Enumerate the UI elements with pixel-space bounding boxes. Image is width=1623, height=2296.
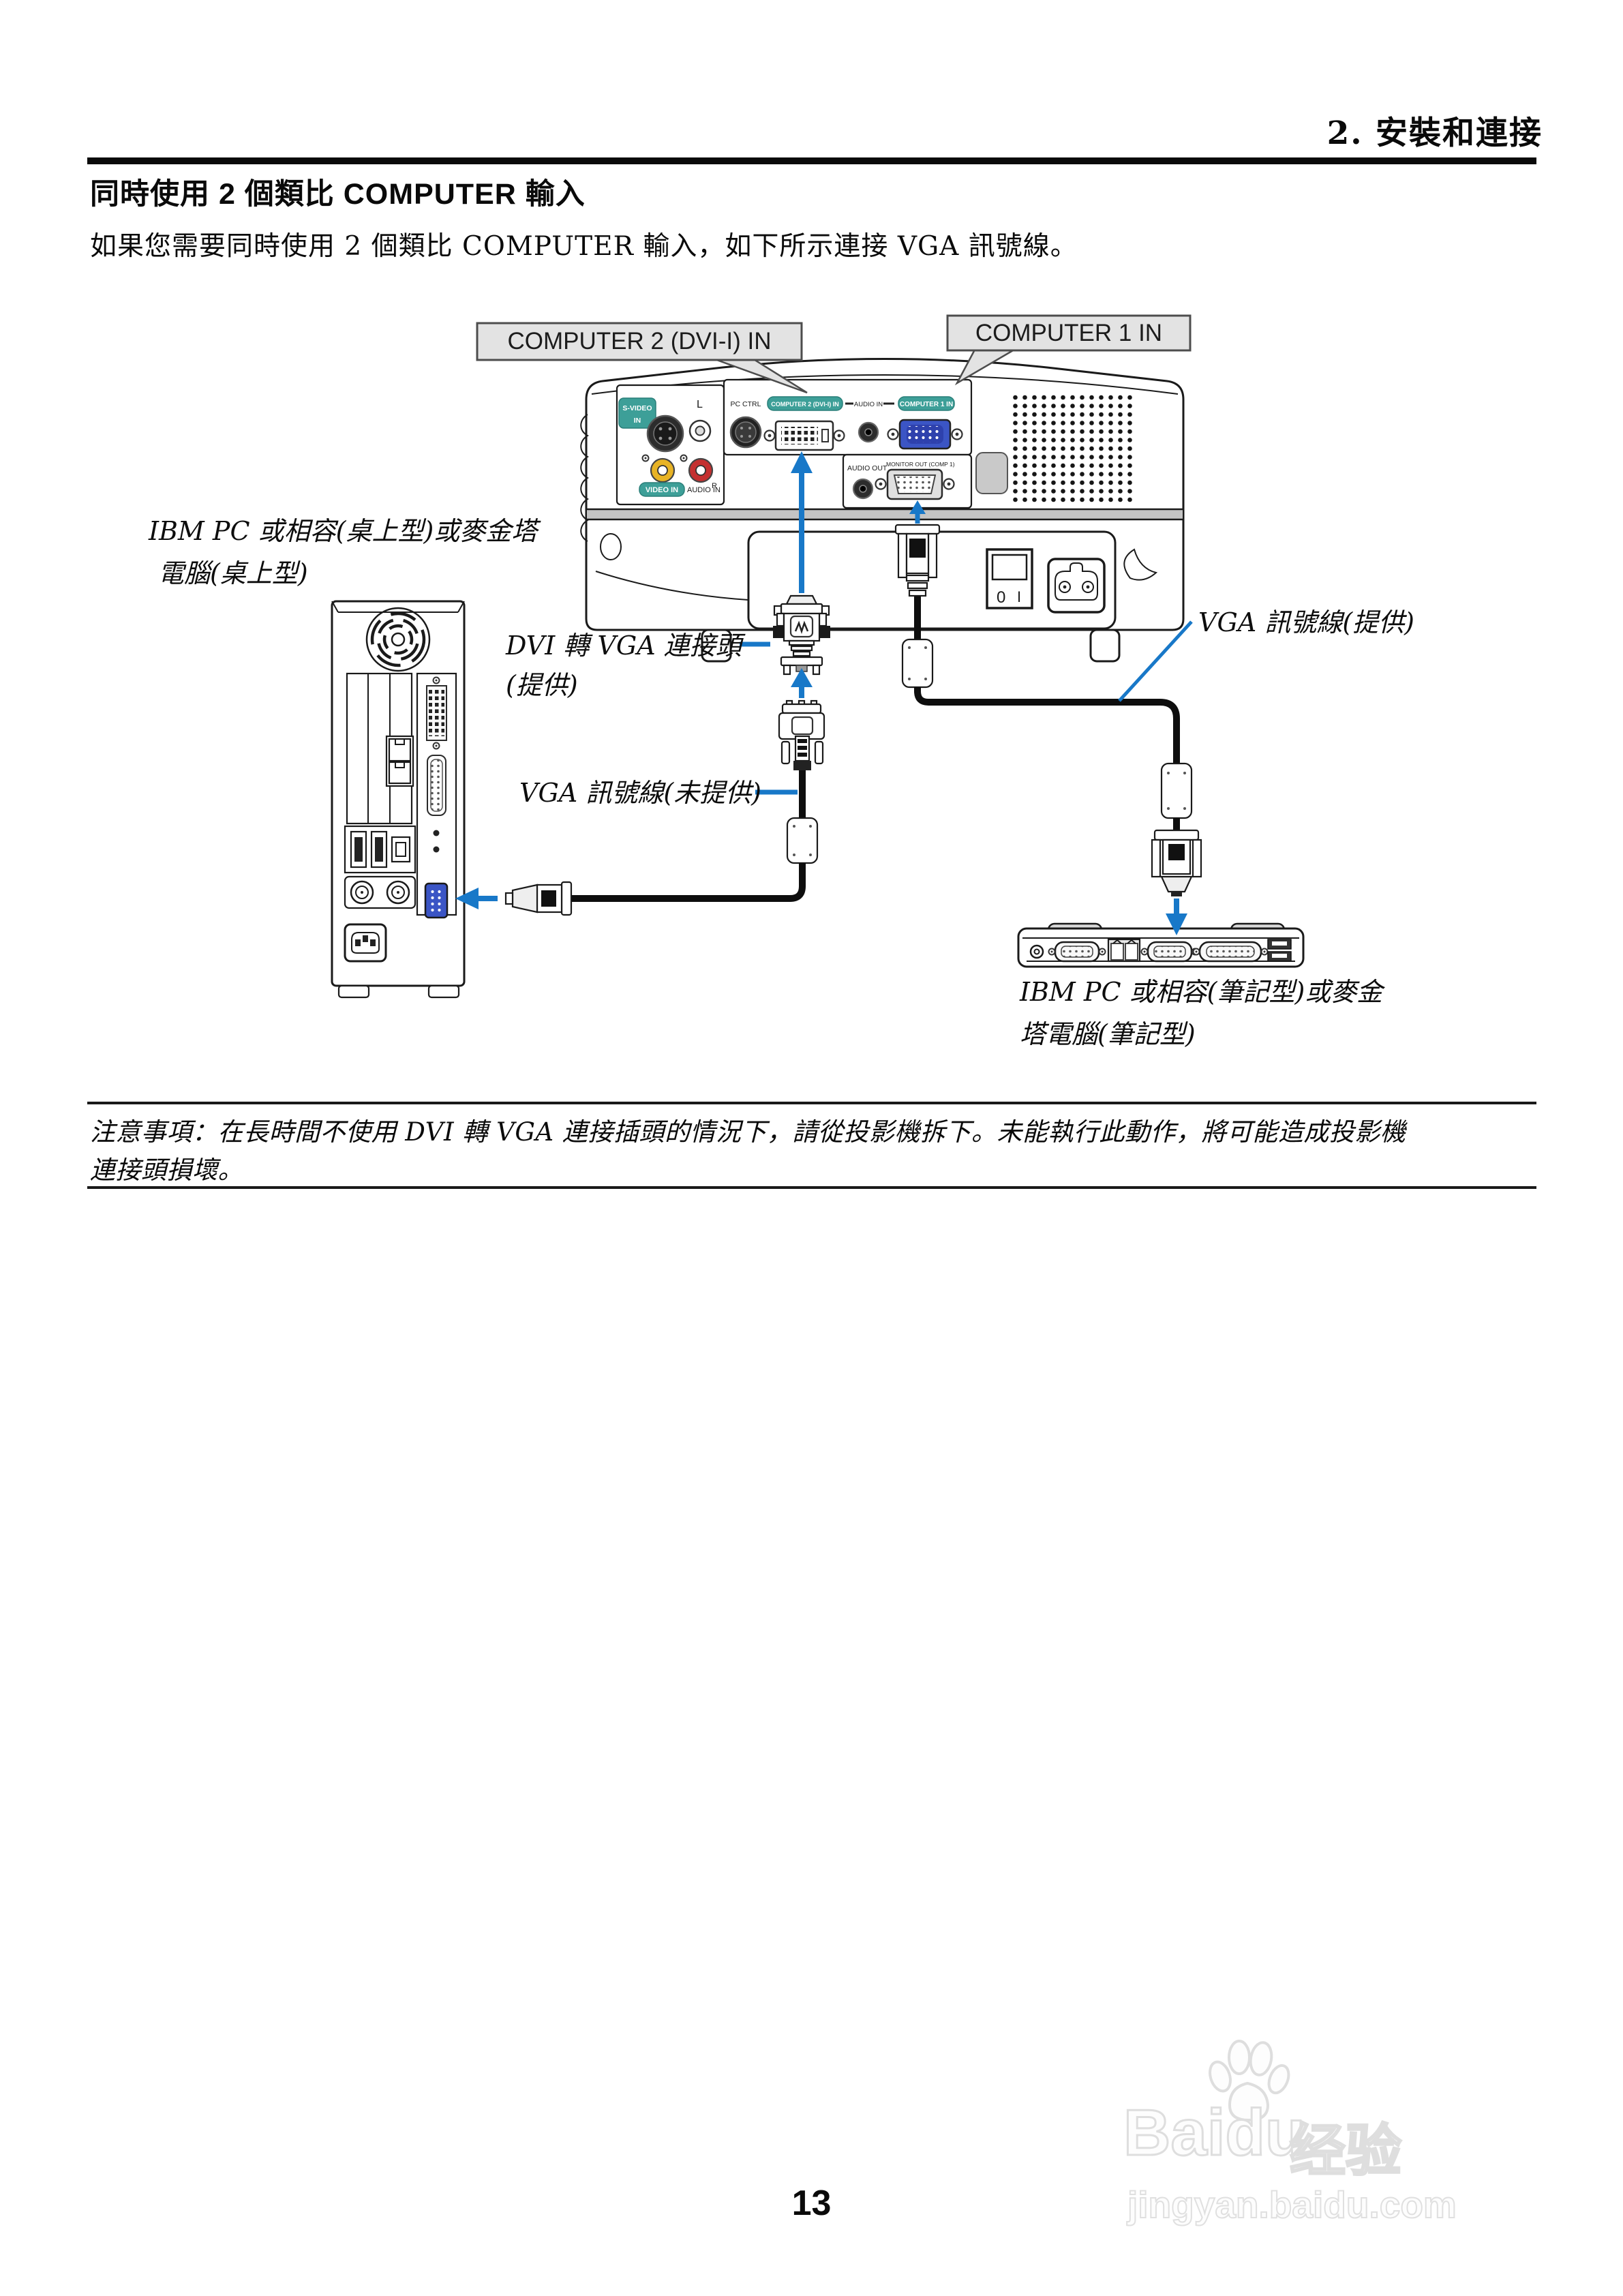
leader-vga-supplied — [1118, 620, 1193, 702]
audio-r-label: R — [712, 482, 717, 490]
vga-connector-adapter-side — [778, 699, 825, 770]
note-line-1: 注意事項：在長時間不使用 DVI 轉 VGA 連接插頭的情況下，請從投影機拆下。… — [90, 1117, 1406, 1147]
arrow-up-adapter — [791, 668, 813, 687]
laptop-vga1-port — [1048, 941, 1106, 963]
laptop-usb-ports — [1267, 939, 1292, 962]
video-in-label: VIDEO IN — [646, 486, 678, 494]
arrow-up-dvi — [791, 451, 813, 473]
laptop-vga2-port — [1140, 941, 1199, 963]
callout-computer2: COMPUTER 2 (DVI-I) IN — [508, 328, 772, 354]
label-desktop-2: 電腦(桌上型) — [158, 558, 308, 588]
watermark-brand: Baidu — [1123, 2096, 1307, 2171]
vga-cables — [571, 596, 1193, 902]
vga-connector-desktop — [504, 881, 573, 916]
chapter-header: 2. 安裝和連接 — [1326, 115, 1543, 152]
output-ports: AUDIO OUT MONITOR OUT (COMP 1) — [847, 461, 955, 500]
arrow-up-monitor-out — [909, 500, 926, 514]
ac-inlet — [1047, 558, 1106, 614]
computer1-port-label: COMPUTER 1 IN — [900, 401, 953, 408]
s-video-label: S-VIDEO — [622, 404, 652, 412]
callout-computer1: COMPUTER 1 IN — [975, 320, 1162, 346]
audio-in-left-label: AUDIO IN — [687, 486, 721, 494]
laptop-parallel-port — [1192, 941, 1269, 963]
label-vga-not-supplied: VGA 訊號線(未提供) — [519, 778, 761, 808]
dvi-vga-adapter — [773, 594, 830, 676]
page-number: 13 — [791, 2184, 832, 2223]
s-video-label2: IN — [634, 417, 641, 425]
label-desktop-1: IBM PC 或相容(桌上型)或麥金塔 — [148, 516, 541, 546]
label-vga-supplied: VGA 訊號線(提供) — [1198, 607, 1414, 637]
monitor-out-label: MONITOR OUT (COMP 1) — [886, 461, 955, 468]
av-input-ports: S-VIDEO IN L R VIDEO IN AUDIO IN — [618, 397, 721, 497]
audio-out-label: AUDIO OUT — [847, 464, 888, 472]
connection-diagram: S-VIDEO IN L R VIDEO IN AUDIO IN — [148, 314, 1414, 1049]
label-adapter-1: DVI 轉 VGA 連接頭 — [505, 631, 746, 661]
power-1-label: I — [1017, 588, 1021, 605]
note-rule-top — [87, 1102, 1536, 1104]
label-laptop-2: 塔電腦(筆記型) — [1020, 1019, 1196, 1049]
vga-connector-laptop — [1151, 829, 1202, 896]
arrow-left-desktop — [455, 888, 479, 909]
connection-arrows — [455, 451, 1193, 935]
intro-paragraph: 如果您需要同時使用 2 個類比 COMPUTER 輸入，如下所示連接 VGA 訊… — [90, 231, 1078, 262]
audio-l-label: L — [697, 399, 703, 410]
projector-rear-view: S-VIDEO IN L R VIDEO IN AUDIO IN — [580, 358, 1185, 663]
vent-grille — [1010, 393, 1137, 504]
header-rule — [87, 157, 1536, 164]
blank-plate — [975, 452, 1008, 494]
laptop-modem-ports — [1107, 938, 1141, 963]
audio-in-mid-label: AUDIO IN — [854, 401, 883, 408]
label-laptop-1: IBM PC 或相容(筆記型)或麥金 — [1019, 977, 1385, 1007]
note-line-2: 連接頭損壞。 — [90, 1155, 243, 1185]
arrow-down-laptop — [1166, 913, 1187, 935]
computer-input-ports: PC CTRL COMPUTER 2 (DVI-I) IN AUDIO IN C… — [729, 396, 963, 451]
computer2-port-label: COMPUTER 2 (DVI-I) IN — [771, 401, 839, 408]
watermark-cn: 经验 — [1288, 2119, 1402, 2184]
vga-connector-monitor-out — [894, 524, 941, 597]
diagram-labels: IBM PC 或相容(桌上型)或麥金塔 電腦(桌上型) DVI 轉 VGA 連接… — [148, 516, 1414, 1049]
page-title: 同時使用 2 個類比 COMPUTER 輸入 — [90, 178, 586, 211]
desktop-pc — [331, 600, 466, 999]
label-adapter-2: (提供) — [506, 670, 578, 700]
callouts: COMPUTER 2 (DVI-I) IN COMPUTER 1 IN — [476, 314, 1192, 394]
power-switch: 0 I — [986, 548, 1033, 609]
baidu-paw-icon — [1209, 2040, 1290, 2122]
laptop — [1017, 922, 1305, 968]
power-0-label: 0 — [997, 588, 1005, 607]
note-rule-bottom — [87, 1186, 1536, 1189]
pc-ctrl-label: PC CTRL — [731, 400, 761, 408]
